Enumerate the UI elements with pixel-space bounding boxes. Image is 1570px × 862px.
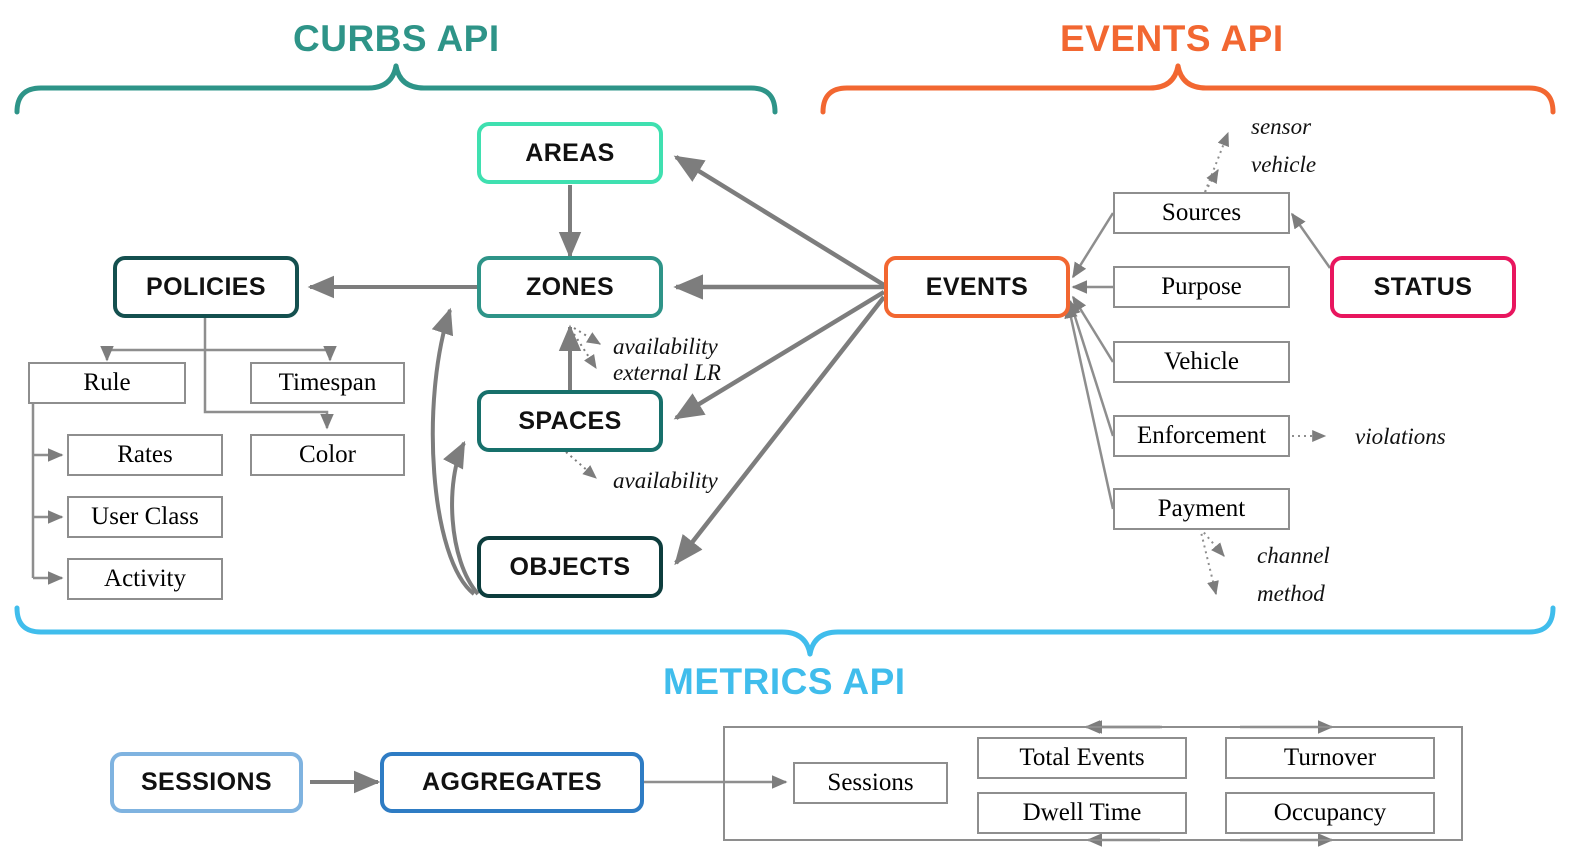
attr-activity-label: Activity bbox=[104, 565, 186, 592]
entity-aggregates[interactable]: AGGREGATES bbox=[380, 752, 644, 813]
entity-aggregates-label: AGGREGATES bbox=[422, 768, 602, 796]
attr-rule[interactable]: Rule bbox=[28, 362, 186, 404]
edge-label-sensor: sensor bbox=[1251, 114, 1312, 139]
entity-status[interactable]: STATUS bbox=[1330, 256, 1516, 318]
attr-user-class-label: User Class bbox=[91, 503, 199, 530]
metric-total-events[interactable]: Total Events bbox=[977, 737, 1187, 779]
attr-color[interactable]: Color bbox=[250, 434, 405, 476]
metric-occupancy-label: Occupancy bbox=[1273, 799, 1387, 826]
attr-vehicle-label: Vehicle bbox=[1164, 348, 1239, 375]
entity-sessions[interactable]: SESSIONS bbox=[110, 752, 303, 813]
entity-objects-label: OBJECTS bbox=[509, 552, 631, 581]
edge-payment-channel bbox=[1199, 527, 1225, 557]
edge-label-spaces-availability: availability bbox=[613, 468, 718, 493]
edge-label-zones-external-lr: external LR bbox=[613, 360, 721, 385]
entity-policies-label: POLICIES bbox=[146, 272, 266, 301]
attr-user-class[interactable]: User Class bbox=[67, 496, 223, 538]
attr-timespan[interactable]: Timespan bbox=[250, 362, 405, 404]
edge-label-violations: violations bbox=[1355, 424, 1446, 449]
entity-areas-label: AREAS bbox=[525, 138, 615, 167]
attr-rates[interactable]: Rates bbox=[67, 434, 223, 476]
entity-spaces[interactable]: SPACES bbox=[477, 390, 663, 452]
attr-vehicle[interactable]: Vehicle bbox=[1113, 341, 1290, 383]
events-attr-edges bbox=[1064, 212, 1115, 510]
attr-timespan-label: Timespan bbox=[278, 369, 377, 396]
metric-total-events-label: Total Events bbox=[1019, 744, 1145, 771]
attr-enforcement-label: Enforcement bbox=[1136, 422, 1267, 449]
entity-events-label: EVENTS bbox=[925, 272, 1029, 301]
edge-sources-sensor bbox=[1204, 131, 1229, 193]
attr-rates-label: Rates bbox=[117, 441, 173, 468]
entity-status-label: STATUS bbox=[1373, 272, 1473, 301]
edge-sources-vehicle bbox=[1204, 168, 1219, 193]
entity-areas[interactable]: AREAS bbox=[477, 122, 663, 184]
api-title-events: EVENTS API bbox=[1060, 18, 1284, 59]
entity-objects[interactable]: OBJECTS bbox=[477, 536, 663, 598]
attr-sources[interactable]: Sources bbox=[1113, 192, 1290, 234]
edge-objects-zones bbox=[430, 307, 476, 596]
metric-turnover-label: Turnover bbox=[1283, 744, 1377, 771]
edge-label-channel: channel bbox=[1257, 543, 1330, 568]
entity-zones[interactable]: ZONES bbox=[477, 256, 663, 318]
attr-payment-label: Payment bbox=[1157, 495, 1246, 522]
api-title-metrics: METRICS API bbox=[663, 661, 906, 702]
events-api-brace bbox=[820, 63, 1556, 115]
edge-payment-method bbox=[1199, 527, 1219, 596]
attr-payment[interactable]: Payment bbox=[1113, 488, 1290, 530]
edge-spaces-availability bbox=[565, 451, 597, 479]
entity-sessions-label: SESSIONS bbox=[140, 768, 273, 796]
attr-color-label: Color bbox=[299, 441, 356, 468]
edge-events-areas bbox=[673, 155, 886, 287]
metrics-api-brace bbox=[14, 605, 1556, 657]
attr-purpose[interactable]: Purpose bbox=[1113, 266, 1290, 308]
attr-activity[interactable]: Activity bbox=[67, 558, 223, 600]
entity-events[interactable]: EVENTS bbox=[884, 256, 1070, 318]
entity-zones-label: ZONES bbox=[525, 272, 615, 301]
edge-status-sources bbox=[1290, 212, 1332, 269]
attr-sources-label: Sources bbox=[1161, 199, 1242, 226]
curbs-api-brace bbox=[14, 63, 778, 115]
api-title-curbs: CURBS API bbox=[293, 18, 500, 59]
metric-sessions[interactable]: Sessions bbox=[793, 762, 948, 804]
edge-objects-spaces bbox=[443, 440, 480, 596]
entity-policies[interactable]: POLICIES bbox=[113, 256, 299, 318]
edge-label-method: method bbox=[1257, 581, 1325, 606]
metric-sessions-label: Sessions bbox=[827, 769, 914, 796]
edge-label-vehicle: vehicle bbox=[1251, 152, 1317, 177]
metric-occupancy[interactable]: Occupancy bbox=[1225, 792, 1435, 834]
edge-label-zones-availability: availability bbox=[613, 334, 718, 359]
metric-dwell-time-label: Dwell Time bbox=[1022, 799, 1142, 826]
edge-zones-availability bbox=[573, 327, 602, 345]
edge-zones-external-lr bbox=[573, 333, 597, 370]
attr-purpose-label: Purpose bbox=[1161, 273, 1242, 300]
attr-rule-label: Rule bbox=[83, 369, 131, 396]
metric-turnover[interactable]: Turnover bbox=[1225, 737, 1435, 779]
metric-dwell-time[interactable]: Dwell Time bbox=[977, 792, 1187, 834]
entity-spaces-label: SPACES bbox=[518, 406, 622, 435]
attr-enforcement[interactable]: Enforcement bbox=[1113, 415, 1290, 457]
